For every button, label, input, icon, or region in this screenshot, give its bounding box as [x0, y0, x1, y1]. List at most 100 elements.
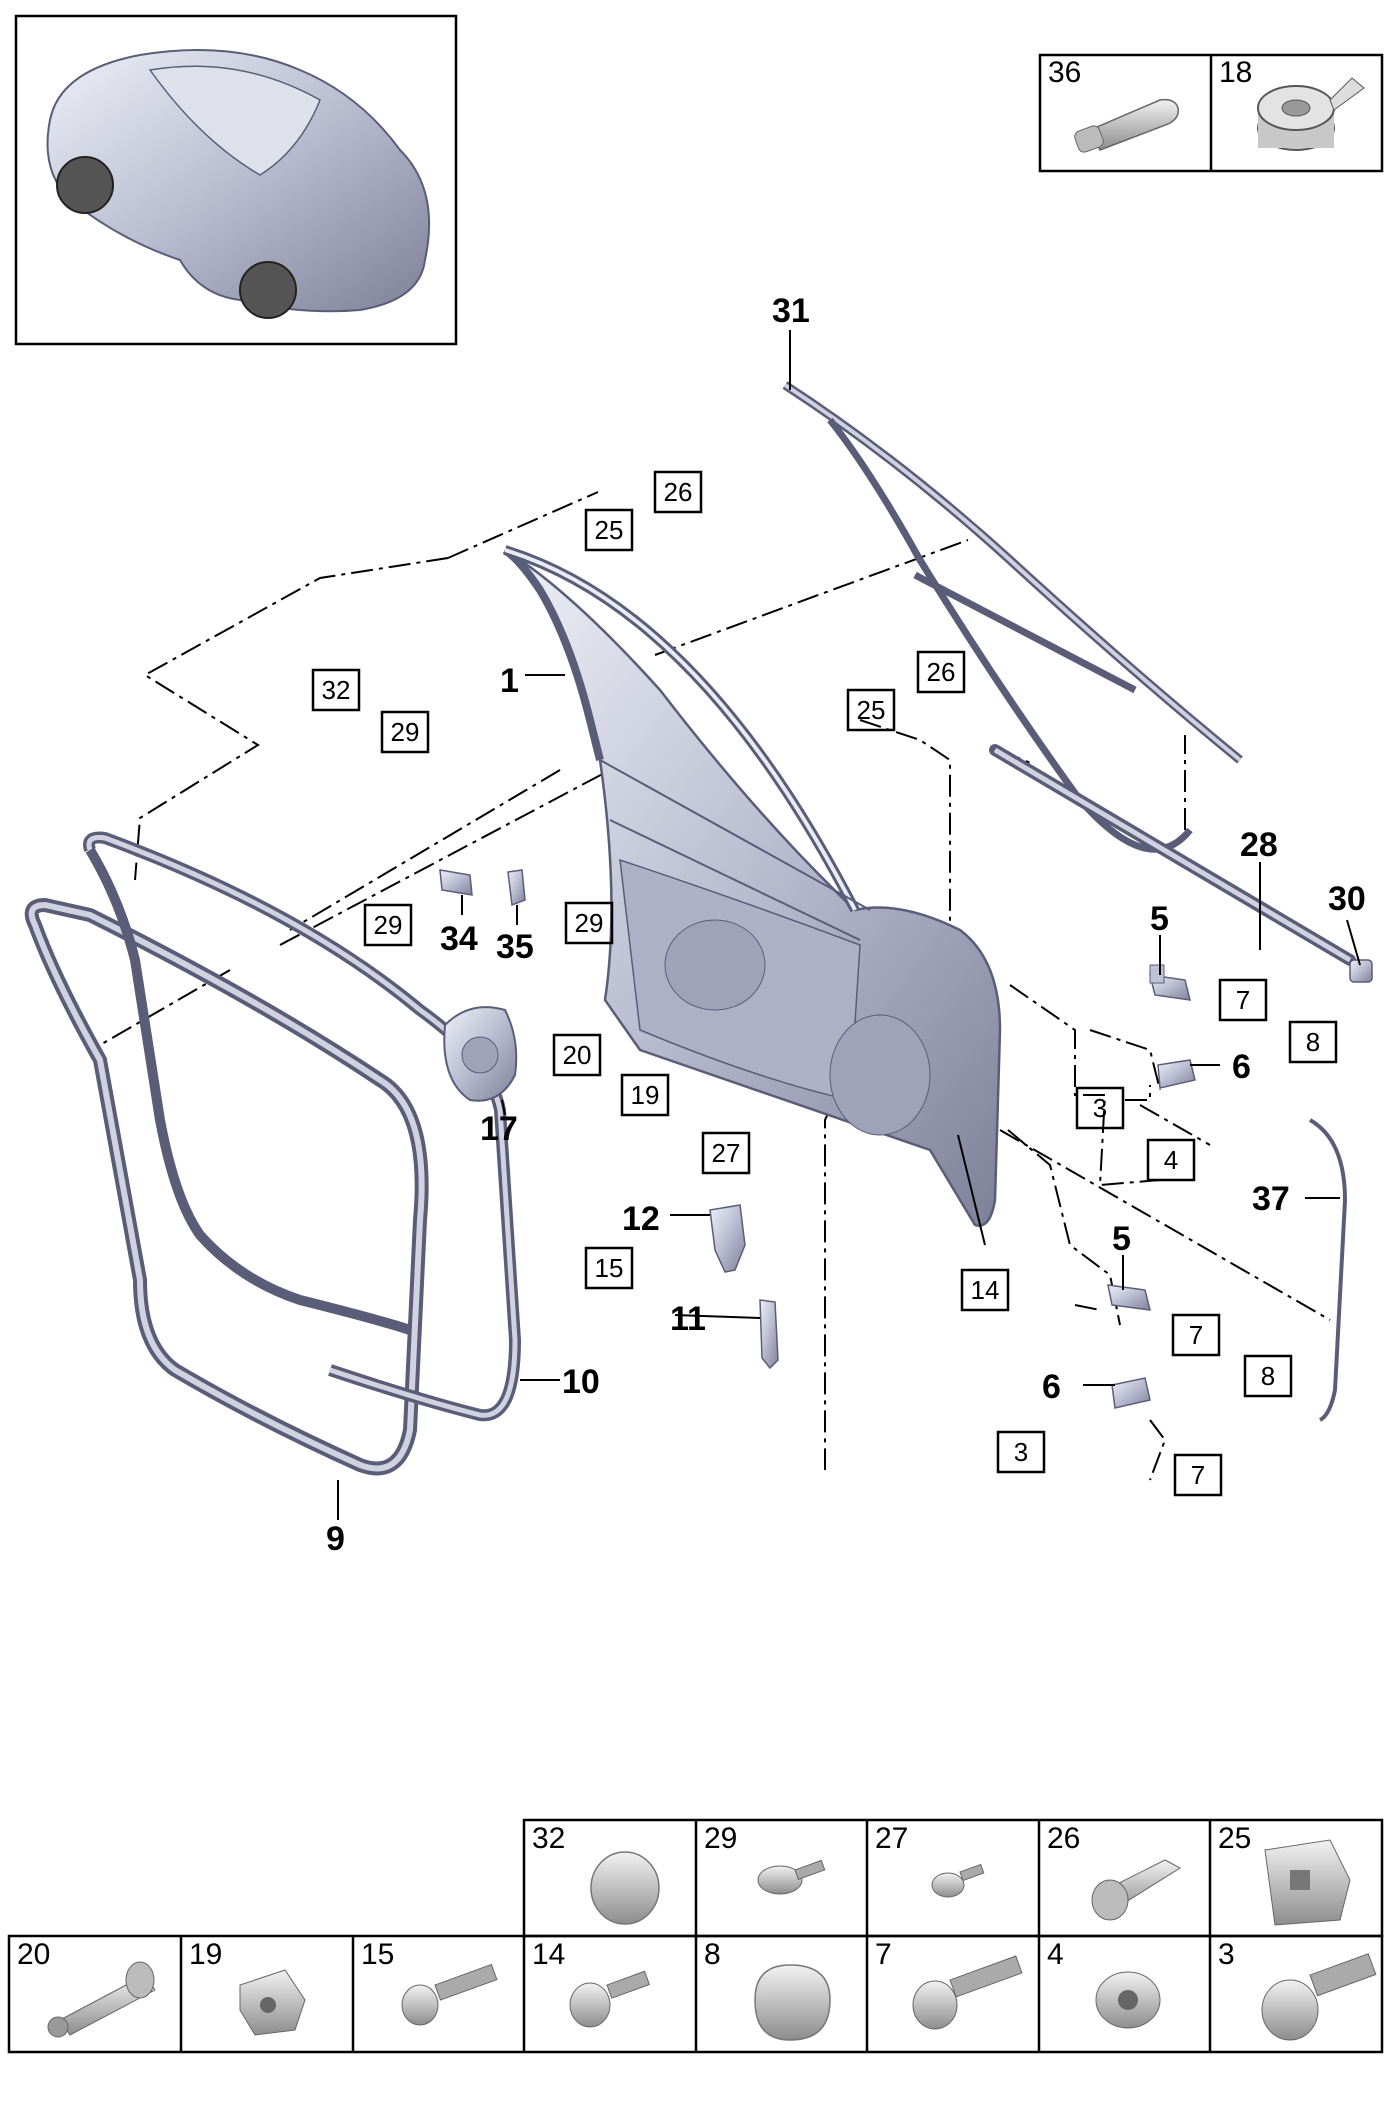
box-3-b: 3 — [996, 1430, 1046, 1474]
door-seal-9 — [24, 897, 429, 1476]
legend-20: 20 — [17, 1938, 50, 1971]
legend-3: 3 — [1218, 1938, 1235, 1971]
callout-35: 35 — [496, 928, 534, 966]
clip-34 — [439, 869, 473, 896]
boxed-callouts: 26 25 26 25 32 29 29 29 20 19 27 7 8 3 4… — [311, 470, 1338, 1497]
svg-text:19: 19 — [631, 1080, 660, 1110]
callout-5-upper: 5 — [1150, 900, 1169, 938]
door-shell-1 — [502, 545, 1002, 1227]
box-4: 4 — [1146, 1138, 1196, 1182]
svg-text:27: 27 — [712, 1138, 741, 1168]
callout-1: 1 — [500, 662, 519, 700]
legend-14: 14 — [532, 1938, 565, 1971]
cap-icon — [590, 1851, 660, 1925]
flange-bolt-icon — [569, 1970, 651, 2028]
svg-text:7: 7 — [1191, 1460, 1205, 1490]
svg-text:14: 14 — [971, 1275, 1000, 1305]
hinge-upper-5 — [1149, 964, 1191, 1001]
svg-text:3: 3 — [1093, 1093, 1107, 1123]
screw-icon — [931, 1863, 985, 1898]
svg-text:7: 7 — [1189, 1320, 1203, 1350]
end-cap-30 — [1349, 959, 1373, 983]
callout-9: 9 — [326, 1520, 345, 1558]
callout-11: 11 — [670, 1300, 706, 1338]
car-wheel-icon — [56, 156, 114, 214]
box-25-b: 25 — [846, 688, 896, 732]
box-7-a: 7 — [1218, 978, 1268, 1022]
large-bolt-icon — [1261, 1953, 1377, 2041]
nut-icon — [239, 1969, 306, 2036]
top-legend: 36 18 — [1038, 53, 1384, 173]
svg-text:4: 4 — [1164, 1145, 1178, 1175]
legend-36: 36 — [1048, 56, 1081, 89]
car-wheel-icon — [239, 261, 297, 319]
box-8-a: 8 — [1288, 1020, 1338, 1064]
tube-icon — [1074, 98, 1180, 153]
torx-bolt-icon — [401, 1963, 498, 2026]
svg-text:8: 8 — [1306, 1027, 1320, 1057]
box-7-b: 7 — [1171, 1313, 1221, 1357]
self-tapping-screw-icon — [1091, 1859, 1181, 1921]
hinge-lower-5 — [1107, 1284, 1151, 1311]
svg-text:29: 29 — [374, 910, 403, 940]
callout-6-upper: 6 — [1232, 1048, 1251, 1086]
svg-text:26: 26 — [664, 477, 693, 507]
screw-icon — [757, 1859, 826, 1895]
belt-strip-28 — [989, 744, 1356, 966]
svg-text:29: 29 — [575, 908, 604, 938]
callout-37: 37 — [1252, 1180, 1290, 1218]
bottom-legend: 32 29 27 26 25 20 19 15 14 8 7 4 3 — [7, 1818, 1384, 2054]
legend-32: 32 — [532, 1822, 565, 1855]
tape-roll-icon — [1257, 77, 1365, 151]
svg-text:3: 3 — [1014, 1437, 1028, 1467]
legend-25: 25 — [1218, 1822, 1251, 1855]
check-strap-11 — [759, 1299, 779, 1370]
legend-26: 26 — [1047, 1822, 1080, 1855]
svg-text:8: 8 — [1261, 1361, 1275, 1391]
box-15: 15 — [584, 1246, 634, 1290]
callout-12: 12 — [622, 1200, 660, 1238]
box-25-a: 25 — [584, 508, 634, 552]
box-19: 19 — [620, 1073, 670, 1117]
svg-text:32: 32 — [322, 675, 351, 705]
box-7-c: 7 — [1173, 1453, 1223, 1497]
wiring-37 — [1308, 1118, 1348, 1422]
hinge-lower-6 — [1111, 1377, 1151, 1409]
svg-text:25: 25 — [595, 515, 624, 545]
car-body-icon — [46, 49, 431, 313]
legend-29: 29 — [704, 1822, 737, 1855]
callout-31: 31 — [772, 292, 810, 330]
legend-7: 7 — [875, 1938, 892, 1971]
box-14: 14 — [960, 1268, 1010, 1312]
box-29-a: 29 — [380, 710, 430, 754]
legend-4: 4 — [1047, 1938, 1064, 1971]
callout-17: 17 — [480, 1110, 518, 1148]
callout-30: 30 — [1328, 880, 1366, 918]
legend-18: 18 — [1219, 56, 1252, 89]
box-20: 20 — [552, 1033, 602, 1077]
box-3-a: 3 — [1075, 1086, 1125, 1130]
speaker-grille-17 — [443, 1006, 518, 1102]
box-29-c: 29 — [564, 901, 614, 945]
callout-10: 10 — [562, 1363, 600, 1401]
svg-text:26: 26 — [927, 657, 956, 687]
svg-text:7: 7 — [1236, 985, 1250, 1015]
callout-34: 34 — [440, 920, 478, 958]
legend-8: 8 — [704, 1938, 721, 1971]
clip-35 — [507, 869, 526, 907]
legend-19: 19 — [189, 1938, 222, 1971]
box-29-b: 29 — [363, 903, 413, 947]
clip-nut-icon — [1264, 1839, 1351, 1926]
bolt-icon — [912, 1955, 1023, 2030]
box-26-b: 26 — [916, 650, 966, 694]
hinge-upper-6 — [1157, 1059, 1196, 1089]
svg-text:29: 29 — [391, 717, 420, 747]
box-8-b: 8 — [1243, 1354, 1293, 1398]
callout-6-lower: 6 — [1042, 1368, 1061, 1406]
flange-nut-icon — [1095, 1971, 1161, 2029]
box-27: 27 — [701, 1131, 751, 1175]
legend-15: 15 — [361, 1938, 394, 1971]
svg-text:25: 25 — [857, 695, 886, 725]
callout-5-lower: 5 — [1112, 1220, 1131, 1258]
